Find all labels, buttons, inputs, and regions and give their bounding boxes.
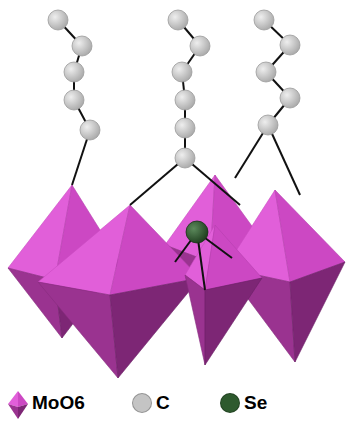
carbon-atom <box>64 90 84 110</box>
carbon-atom <box>175 118 195 138</box>
carbon-atom <box>254 10 274 30</box>
carbon-atom <box>172 62 192 82</box>
octahedra <box>8 175 345 378</box>
legend-label: C <box>156 392 170 414</box>
legend-label: Se <box>244 392 267 414</box>
bond-line <box>130 158 185 205</box>
carbon-atom <box>190 36 210 56</box>
carbon-atom <box>175 148 195 168</box>
carbon-atom <box>64 62 84 82</box>
selenium-atom <box>186 221 208 243</box>
octahedron-face <box>290 262 345 362</box>
carbon-atom <box>72 36 92 56</box>
carbon-atom <box>175 90 195 110</box>
atoms <box>48 10 300 243</box>
carbon-atom <box>80 120 100 140</box>
bonds <box>58 20 300 290</box>
legend-label: MoO6 <box>32 392 85 414</box>
bond-line <box>185 158 240 205</box>
carbon-atom <box>280 88 300 108</box>
carbon-atom <box>280 35 300 55</box>
octahedron-icon <box>6 390 30 420</box>
molecular-illustration <box>0 0 355 390</box>
octahedron-face <box>38 282 118 378</box>
carbon-atom <box>48 10 68 30</box>
octahedron-face <box>185 275 205 365</box>
bond-line <box>268 125 300 195</box>
octahedron-face <box>110 278 200 378</box>
carbon-atom <box>256 62 276 82</box>
legend-swatch <box>132 393 152 413</box>
carbon-atom <box>168 10 188 30</box>
octahedron-face <box>205 278 262 365</box>
legend-swatch <box>220 393 240 413</box>
carbon-atom <box>258 115 278 135</box>
